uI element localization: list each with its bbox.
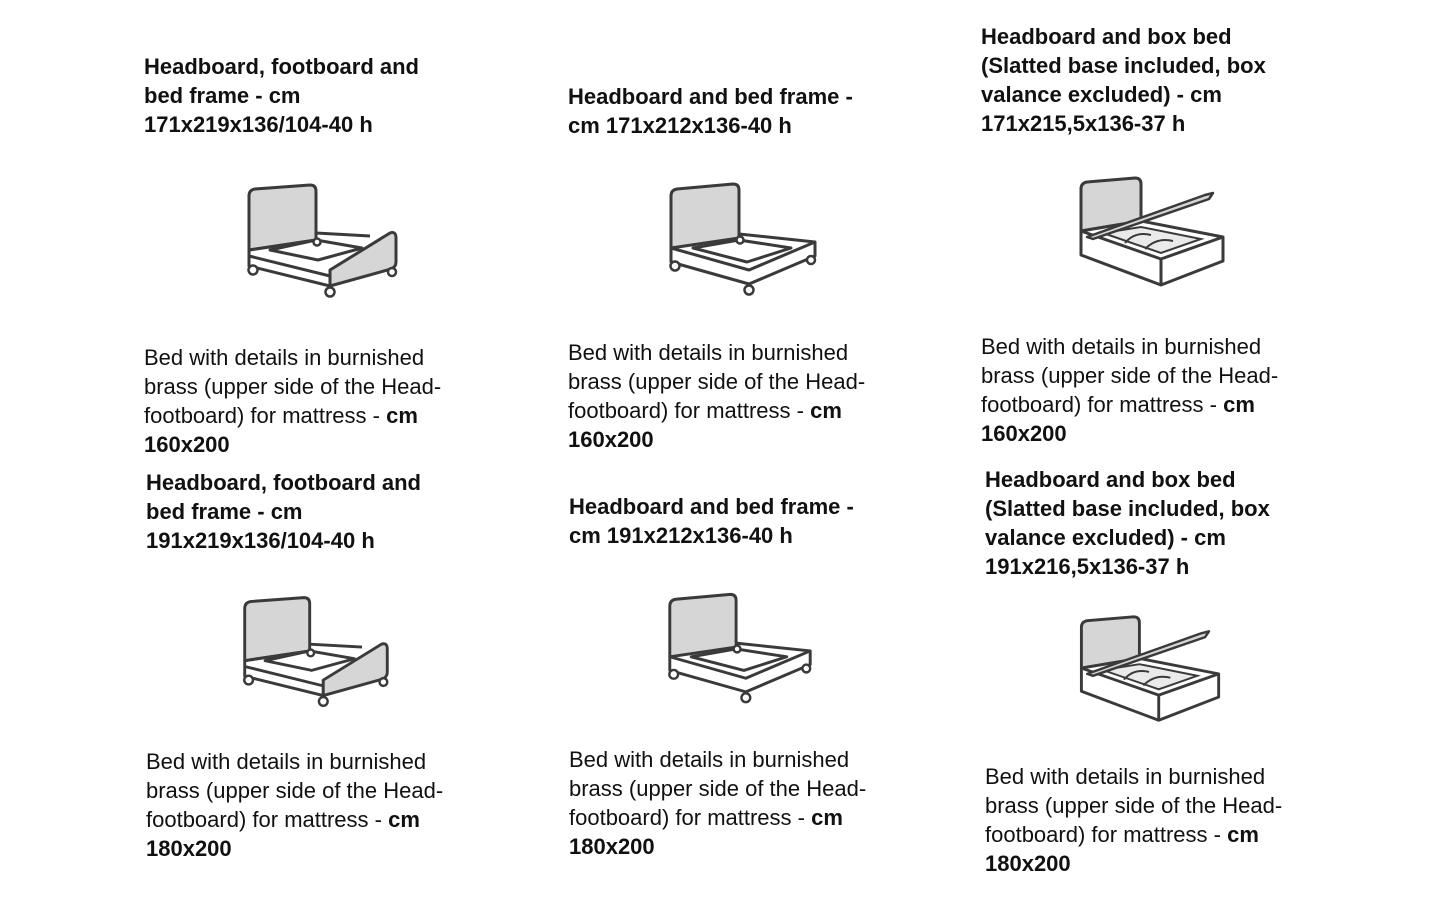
product-heading: Headboard and box bed (Slatted base incl… xyxy=(981,24,1266,136)
box-bed-icon xyxy=(1073,173,1233,293)
product-heading: Headboard and bed frame - cm 171x212x136… xyxy=(568,84,853,138)
product-description: Bed with details in burnished brass (upp… xyxy=(981,334,1279,446)
mattress-size: 180x200 xyxy=(146,836,232,861)
bed-frame-headboard-footboard-icon xyxy=(240,178,405,300)
mattress-size: 180x200 xyxy=(569,834,655,859)
bed-frame-headboard-footboard-icon xyxy=(236,590,396,710)
mattress-size: 160x200 xyxy=(144,432,230,457)
product-description: Bed with details in burnished brass (upp… xyxy=(985,764,1283,876)
product-description: Bed with details in burnished brass (upp… xyxy=(144,345,442,457)
bed-frame-headboard-icon xyxy=(662,588,818,708)
product-description: Bed with details in burnished brass (upp… xyxy=(568,340,866,452)
box-bed-icon xyxy=(1073,612,1229,728)
product-heading: Headboard, footboard and bed frame - cm … xyxy=(144,54,419,137)
mattress-size: 160x200 xyxy=(981,421,1067,446)
product-description: Bed with details in burnished brass (upp… xyxy=(146,749,444,861)
mattress-size: 180x200 xyxy=(985,851,1071,876)
mattress-size: 160x200 xyxy=(568,427,654,452)
product-heading: Headboard and bed frame - cm 191x212x136… xyxy=(569,494,854,548)
product-heading: Headboard, footboard and bed frame - cm … xyxy=(146,470,421,553)
bed-frame-headboard-icon xyxy=(663,178,823,300)
product-description: Bed with details in burnished brass (upp… xyxy=(569,747,867,859)
product-heading: Headboard and box bed (Slatted base incl… xyxy=(985,467,1270,579)
